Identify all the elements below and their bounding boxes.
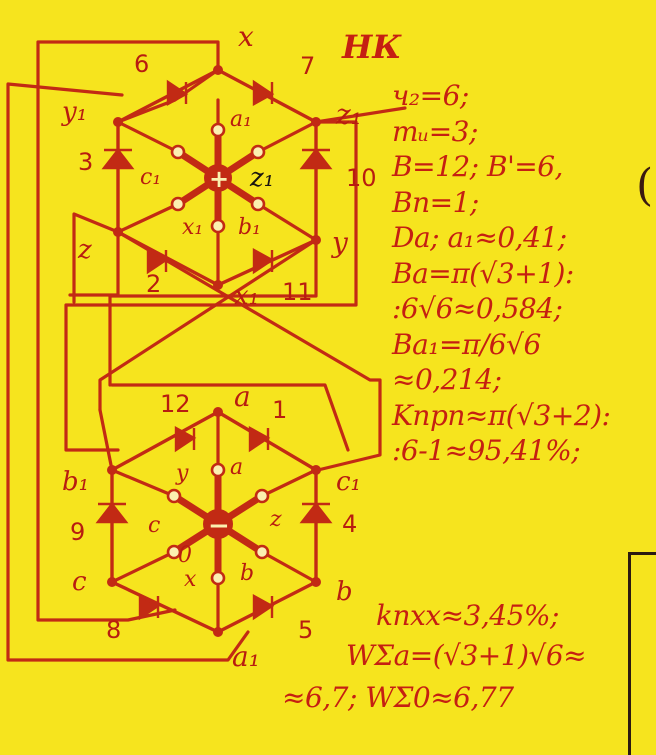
upper-hub-sign: + [209, 165, 229, 193]
lower-center-label: 0 [178, 543, 192, 568]
lower-outer-label: b₁ [62, 467, 89, 497]
diode-icon [174, 425, 197, 453]
upper-diode-number: 6 [134, 50, 149, 78]
lower-outer-label: a [234, 380, 251, 413]
equation-line: ≈0,214; [392, 363, 502, 396]
negative-hub-icon [203, 509, 233, 539]
equations-panel: ч₂=6; mᵤ=3; B=12; B'=6, Bп=1; Da; a₁≈0,4… [392, 78, 654, 469]
lower-diode-number: 8 [106, 616, 121, 644]
lower-bridge: a b₁ c₁ c b a₁ y a c z x b − 0 12 1 9 4 … [62, 380, 361, 673]
equation-line: :6-1≈95,41%; [392, 434, 581, 467]
equation-line: Bп=1; [392, 185, 479, 219]
lower-diode-number: 9 [70, 518, 85, 546]
upper-outer-label: y₁ [61, 97, 87, 127]
lower-diode-number: 5 [298, 616, 313, 644]
upper-outer-label: z [77, 235, 92, 265]
lower-inner-label: y [175, 461, 189, 486]
equation-line: ч₂=6; [392, 79, 469, 112]
lower-diode-number: 12 [160, 390, 191, 418]
lower-inner-label: z [269, 507, 282, 532]
upper-diode-number: 11 [282, 278, 313, 306]
equation-line: B=12; B'=6, [392, 150, 563, 183]
upper-diode-number: 10 [346, 164, 377, 192]
diode-icon [101, 148, 135, 170]
upper-outer-label: z₁ [335, 98, 362, 131]
upper-diode-number: 2 [146, 270, 161, 298]
diode-icon [138, 593, 161, 621]
diode-icon [252, 247, 275, 275]
positive-hub-icon [204, 164, 232, 192]
diode-icon [166, 79, 189, 107]
lower-outer-label: c₁ [336, 467, 361, 497]
equation-line: :6√6≈0,584; [392, 292, 563, 325]
equation-line: Kпрп≈π(√3+2): [392, 398, 611, 432]
connection-wires [6, 40, 407, 662]
lower-outer-label: a₁ [232, 640, 260, 673]
equation-line: kпxx≈3,45%; [376, 599, 559, 632]
lower-hub-sign: − [208, 511, 230, 541]
diode-icon [248, 425, 271, 453]
upper-inner-label: c₁ [140, 165, 161, 190]
diode-icon [299, 502, 333, 524]
equation-line: mᵤ=3; [392, 114, 478, 148]
side-frame [628, 552, 656, 755]
equation-line: ≈6,7; WΣ0≈6,77 [282, 681, 514, 714]
lower-inner-label: a [230, 455, 243, 480]
upper-inner-label: b₁ [238, 215, 261, 240]
equation-line: WΣa=(√3+1)√6≈ [346, 639, 587, 672]
diode-icon [95, 502, 129, 524]
diode-icon [146, 247, 169, 275]
upper-outer-label: x [238, 20, 254, 53]
lower-inner-label: x [184, 567, 197, 592]
upper-center-label: z₁ [249, 163, 274, 193]
diode-icon [252, 593, 275, 621]
upper-inner-label: x₁ [182, 215, 203, 240]
lower-outer-label: b [336, 577, 353, 607]
upper-inner-label: a₁ [230, 107, 252, 132]
upper-diode-number: 7 [300, 52, 315, 80]
equation-line: Ba=π(√3+1): [392, 256, 574, 290]
diode-icon [252, 79, 275, 107]
lower-inner-label: c [148, 513, 160, 538]
upper-bridge: x y₁ z₁ z y x₁ a₁ c₁ x₁ b₁ + z₁ 6 7 3 10… [61, 20, 377, 311]
diode-icon [299, 148, 333, 170]
lower-diode-number: 4 [342, 510, 357, 538]
upper-outer-label: x₁ [234, 281, 259, 311]
lower-outer-label: c [72, 567, 87, 597]
equation-line: Da; a₁≈0,41; [392, 221, 567, 254]
side-glyph: ( [636, 160, 654, 211]
upper-outer-label: y [330, 226, 349, 259]
diagram-title: НК [342, 28, 402, 66]
lower-inner-label: b [240, 561, 254, 586]
upper-diode-number: 3 [78, 148, 93, 176]
equation-line: Ba₁=π/6√6 [392, 327, 541, 361]
lower-diode-number: 1 [272, 396, 287, 424]
